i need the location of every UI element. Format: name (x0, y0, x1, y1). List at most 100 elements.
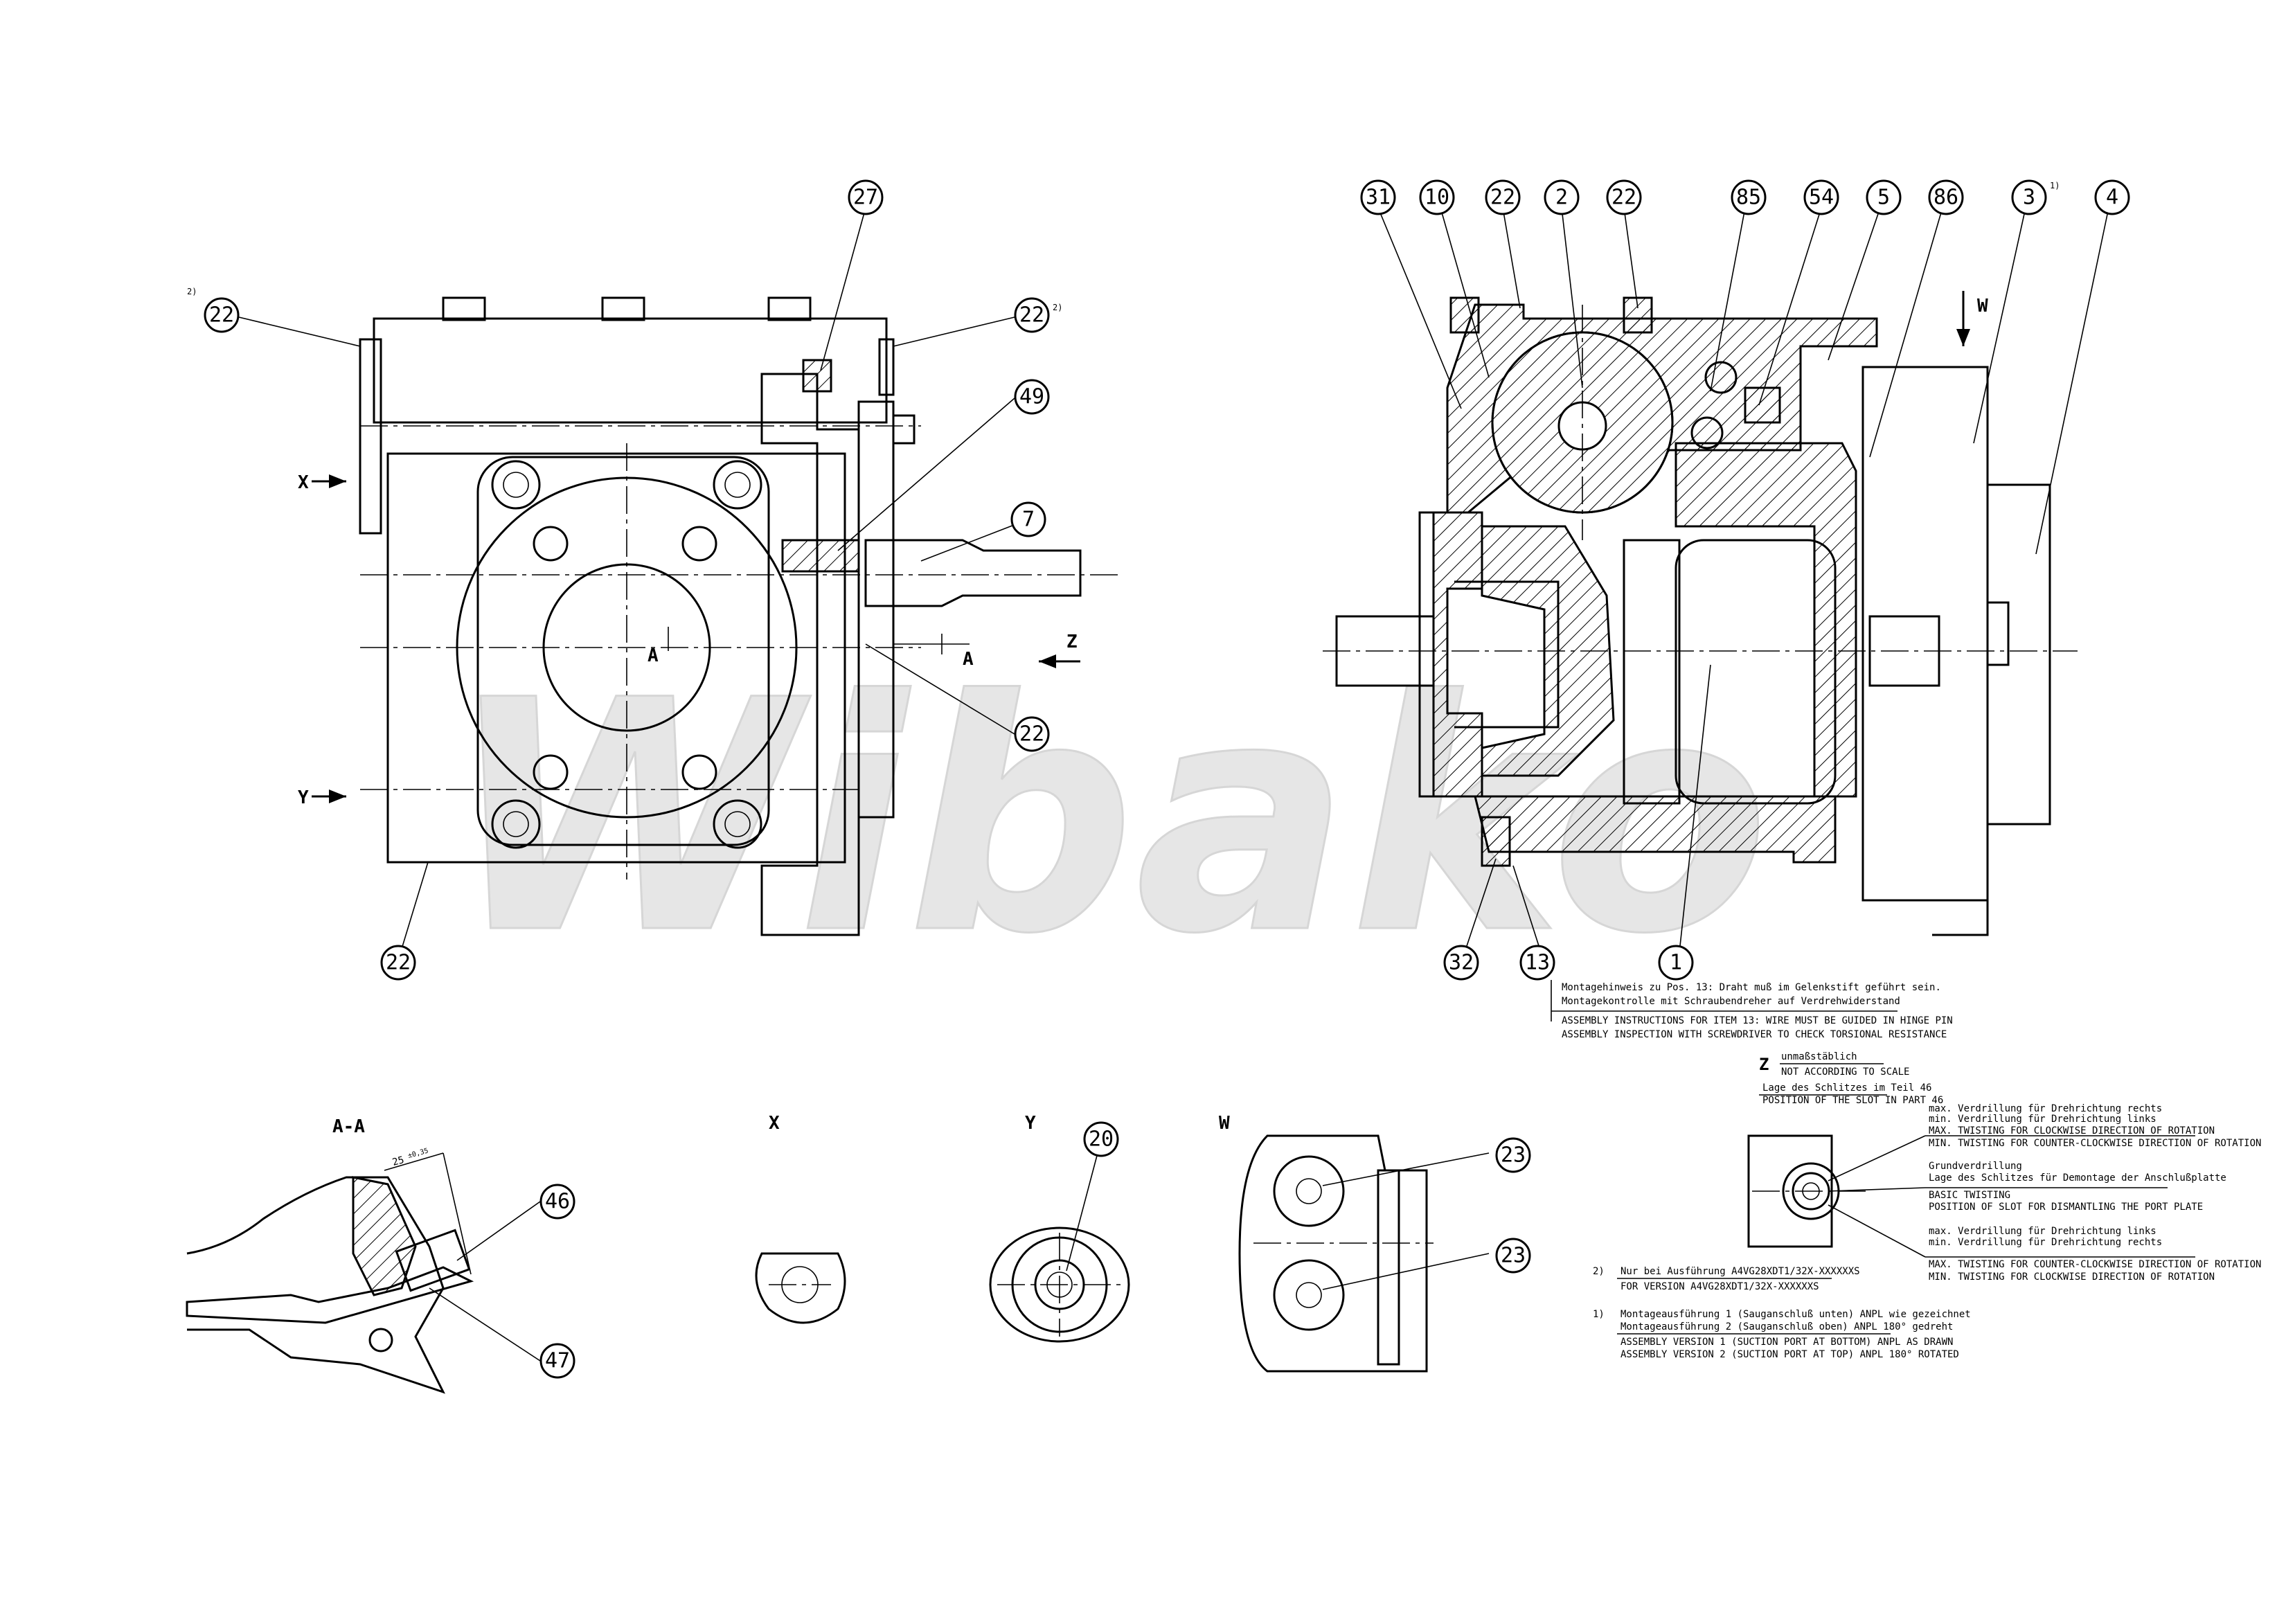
svg-text:46: 46 (545, 1190, 570, 1214)
view-w-title: W (1219, 1113, 1230, 1134)
front-view: A A Z X Y (298, 296, 1122, 936)
section-a-a-title: A-A (332, 1116, 365, 1137)
note-assembly-en-2: ASSEMBLY INSPECTION WITH SCREWDRIVER TO … (1562, 1029, 1947, 1040)
note-slot-de: Lage des Schlitzes im Teil 46 (1762, 1082, 1931, 1094)
dimension-value: 25 (391, 1154, 405, 1168)
footnotes: 2) Nur bei Ausführung A4VG28XDT1/32X-XXX… (1593, 1266, 1971, 1360)
note-tw1-en-1: MAX. TWISTING FOR CLOCKWISE DIRECTION OF… (1929, 1125, 2215, 1136)
balloon-4: 4 (2094, 179, 2130, 215)
svg-text:22: 22 (209, 303, 234, 328)
footnote-2-de: Nur bei Ausführung A4VG28XDT1/32X-XXXXXX… (1620, 1266, 1860, 1277)
view-x-title: X (769, 1113, 780, 1134)
balloon-49: 49 (1014, 379, 1050, 415)
svg-text:22: 22 (1490, 186, 1515, 210)
svg-text:23: 23 (1501, 1143, 1526, 1168)
note-slot-en: POSITION OF THE SLOT IN PART 46 (1762, 1095, 1943, 1106)
footnote-1-de-2: Montageausführung 2 (Sauganschluß oben) … (1620, 1321, 1953, 1332)
section-view: W (1323, 291, 2078, 936)
balloon-22-bottom: 22 (380, 945, 416, 981)
balloon-23-top: 23 (1495, 1137, 1531, 1173)
note-tw2-en-2: POSITION OF SLOT FOR DISMANTLING THE POR… (1929, 1202, 2203, 1213)
note-z-letter: Z (1759, 1055, 1769, 1074)
view-arrow-x: X (298, 472, 309, 493)
balloon-7: 7 (1010, 501, 1046, 537)
svg-text:13: 13 (1525, 951, 1550, 975)
svg-text:54: 54 (1809, 186, 1834, 210)
note-assembly-de-2: Montagekontrolle mit Schraubendreher auf… (1562, 996, 1900, 1007)
note-z-de: unmaßstäblich (1781, 1051, 1857, 1062)
svg-text:22: 22 (1611, 186, 1636, 210)
balloon-86: 86 (1928, 179, 1964, 215)
detail-z-notes: Z unmaßstäblich NOT ACCORDING TO SCALE L… (1759, 1051, 1943, 1106)
view-arrow-z: Z (1066, 632, 1078, 652)
section-view-leaders (1377, 207, 2109, 953)
note-tw3-de-1: max. Verdrillung für Drehrichtung links (1929, 1226, 2156, 1237)
balloon-5: 5 (1866, 179, 1902, 215)
footnote-2-number: 2) (1593, 1266, 1605, 1277)
svg-text:47: 47 (545, 1349, 570, 1373)
footnote-1-de-1: Montageausführung 1 (Sauganschluß unten)… (1620, 1309, 1971, 1320)
balloon-22-top-left: 22 (204, 297, 240, 333)
balloon-10: 10 (1419, 179, 1455, 215)
note-tw1-de-2: min. Verdrillung für Drehrichtung links (1929, 1114, 2156, 1125)
svg-text:27: 27 (853, 186, 878, 210)
section-mark-a-2: A (963, 649, 974, 670)
note-z-en: NOT ACCORDING TO SCALE (1781, 1067, 1909, 1078)
superscript-1: 1) (2050, 181, 2060, 190)
superscript-2-right: 2) (1053, 303, 1062, 312)
svg-text:22: 22 (1019, 722, 1044, 747)
note-tw3-de-2: min. Verdrillung für Drehrichtung rechts (1929, 1237, 2162, 1248)
assembly-notes: Montagehinweis zu Pos. 13: Draht muß im … (1551, 980, 1953, 1040)
balloon-47: 47 (539, 1343, 575, 1379)
view-arrow-w: W (1977, 296, 1988, 316)
svg-text:86: 86 (1934, 186, 1958, 210)
balloon-32: 32 (1443, 945, 1479, 981)
svg-text:2: 2 (1555, 186, 1568, 210)
balloon-1: 1 (1658, 945, 1694, 981)
note-tw1-en-2: MIN. TWISTING FOR COUNTER-CLOCKWISE DIRE… (1929, 1138, 2261, 1149)
view-y: Y (989, 1113, 1130, 1343)
balloon-22-b: 22 (1606, 179, 1642, 215)
view-x: X (755, 1113, 846, 1324)
view-y-title: Y (1025, 1113, 1036, 1134)
balloon-22-top-right: 22 (1014, 297, 1050, 333)
note-tw1-de-1: max. Verdrillung für Drehrichtung rechts (1929, 1103, 2162, 1114)
balloon-27: 27 (848, 179, 884, 215)
balloon-20: 20 (1083, 1121, 1119, 1157)
balloon-13: 13 (1519, 945, 1555, 981)
balloon-23-bottom: 23 (1495, 1238, 1531, 1274)
section-mark-a: A (648, 645, 659, 666)
svg-text:22: 22 (1019, 303, 1044, 328)
note-tw3-en-2: MIN. TWISTING FOR CLOCKWISE DIRECTION OF… (1929, 1271, 2215, 1283)
balloon-3: 3 (2011, 179, 2047, 215)
footnote-1-number: 1) (1593, 1309, 1605, 1320)
balloon-22-a: 22 (1485, 179, 1521, 215)
footnote-1-en-1: ASSEMBLY VERSION 1 (SUCTION PORT AT BOTT… (1620, 1337, 1953, 1348)
balloon-22-mid: 22 (1014, 716, 1050, 752)
svg-text:85: 85 (1736, 186, 1761, 210)
front-view-leaders (238, 207, 1029, 949)
view-arrow-y: Y (298, 787, 309, 808)
note-tw2-de-2: Lage des Schlitzes für Demontage der Ans… (1929, 1172, 2226, 1184)
note-tw2-en-1: BASIC TWISTING (1929, 1190, 2010, 1201)
balloon-85: 85 (1731, 179, 1767, 215)
note-assembly-de-1: Montagehinweis zu Pos. 13: Draht muß im … (1562, 982, 1941, 993)
balloon-31: 31 (1360, 179, 1396, 215)
svg-text:49: 49 (1019, 385, 1044, 409)
svg-text:3: 3 (2023, 186, 2035, 210)
flange-bolts (491, 460, 762, 849)
section-a-a: 25 ±0,35 A-A (186, 1116, 541, 1394)
balloon-2: 2 (1544, 179, 1580, 215)
note-tw2-de-1: Grundverdrillung (1929, 1161, 2022, 1172)
top-bolt-heads (442, 296, 812, 321)
svg-text:1: 1 (1670, 951, 1682, 975)
detail-z (1747, 1134, 2195, 1258)
svg-text:22: 22 (386, 951, 411, 975)
svg-text:5: 5 (1877, 186, 1890, 210)
twisting-notes: max. Verdrillung für Drehrichtung rechts… (1929, 1103, 2261, 1283)
svg-text:20: 20 (1089, 1127, 1114, 1152)
svg-text:7: 7 (1022, 508, 1035, 532)
footnote-2-en: FOR VERSION A4VG28XDT1/32X-XXXXXXS (1620, 1281, 1819, 1292)
svg-text:32: 32 (1449, 951, 1474, 975)
